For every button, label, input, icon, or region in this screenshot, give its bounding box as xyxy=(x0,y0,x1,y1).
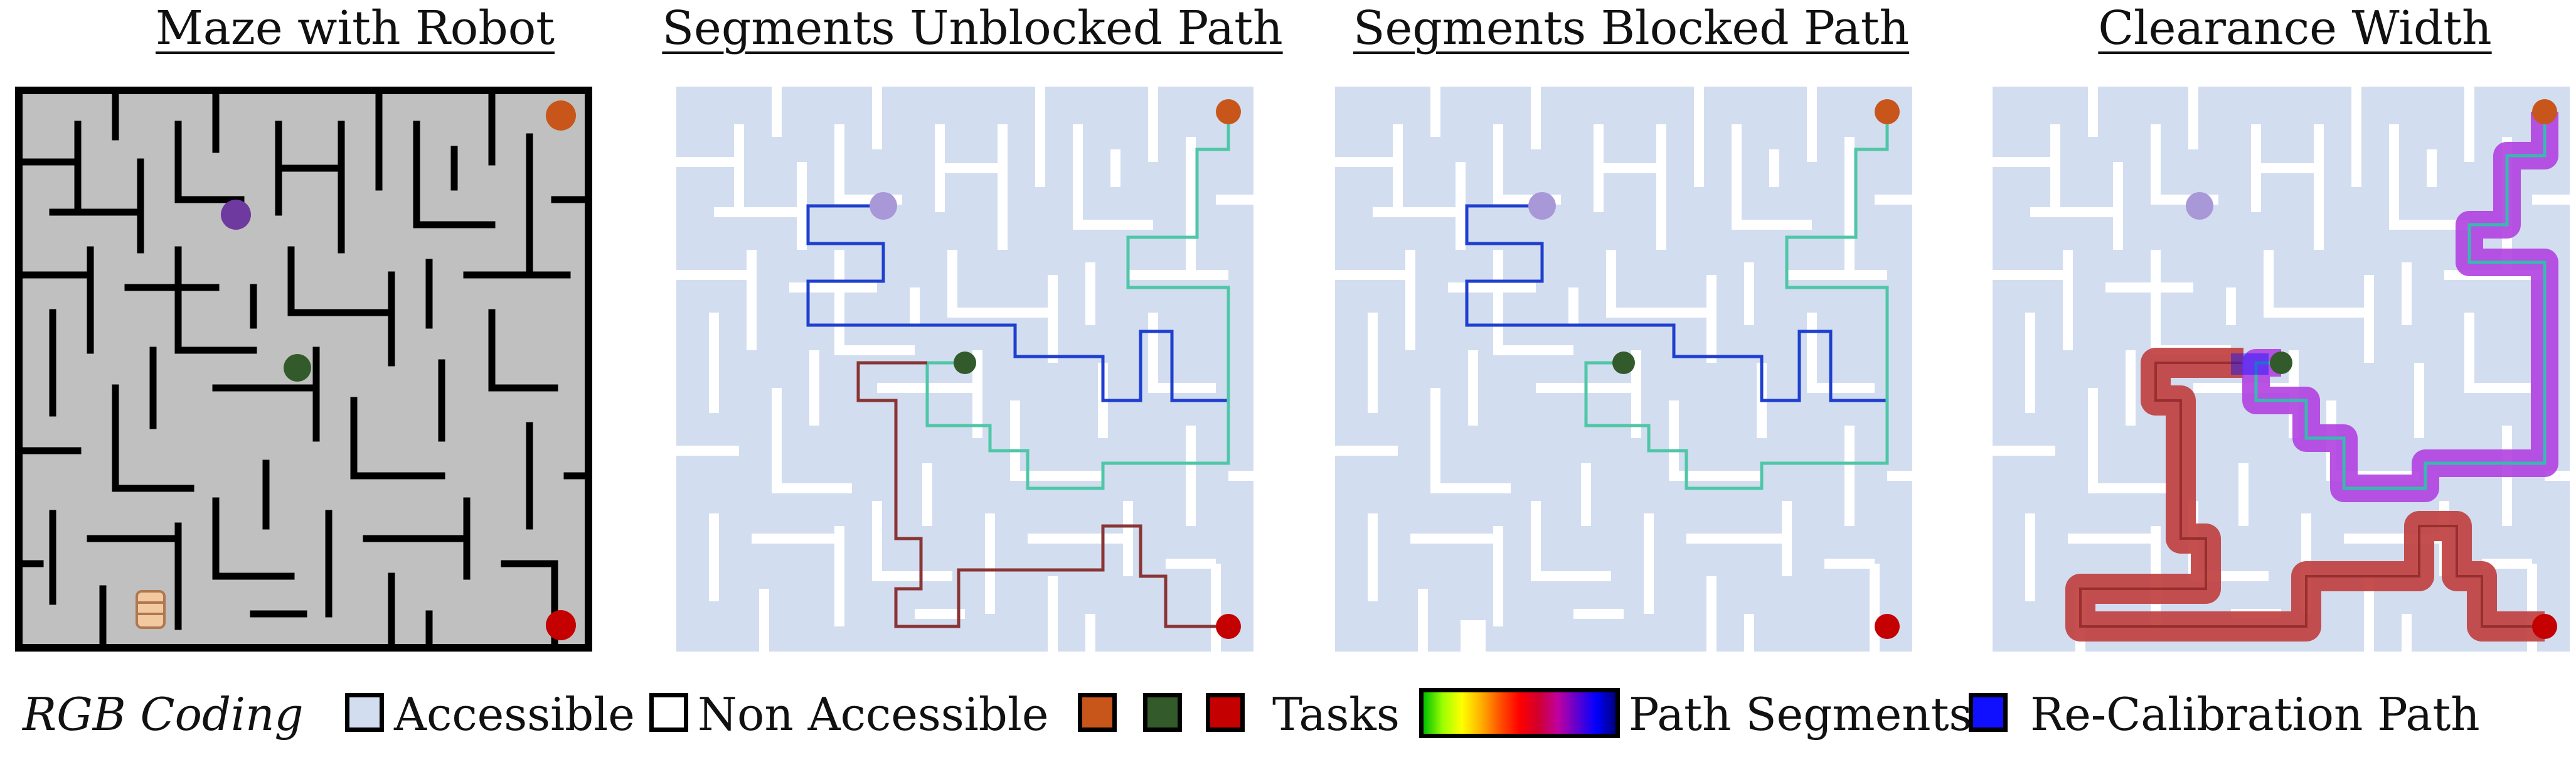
non-accessible-label: Non Accessible xyxy=(698,688,1049,741)
accessible-label: Accessible xyxy=(394,688,635,741)
task-green-marker xyxy=(2270,352,2292,374)
rgb-coding-legend: RGB Coding Accessible Non Accessible Tas… xyxy=(0,682,2576,751)
maze-accessible-unblocked xyxy=(676,87,1253,652)
segments-blocked-panel xyxy=(1335,87,1912,652)
task-orange-marker xyxy=(1875,99,1900,124)
tasks-label: Tasks xyxy=(1272,688,1400,741)
maze-clearance xyxy=(1993,87,2570,652)
task-red-marker xyxy=(2532,614,2557,639)
maze-grey xyxy=(15,87,592,652)
task-green-swatch xyxy=(1143,693,1182,732)
task-orange-marker xyxy=(1216,99,1241,124)
segment-brown-path xyxy=(856,361,1228,628)
task-orange-marker xyxy=(2532,99,2557,124)
segment-teal-path xyxy=(1584,112,1889,490)
task-red-marker xyxy=(1875,614,1900,639)
task-green-marker xyxy=(954,352,976,374)
legend-heading: RGB Coding xyxy=(23,688,304,741)
panel-title-clearance-width: Clearance Width xyxy=(2098,1,2492,55)
recalibration-label: Re-Calibration Path xyxy=(2030,688,2480,741)
task-red-marker xyxy=(546,610,576,640)
task-red-swatch xyxy=(1206,693,1245,732)
recalibration-path xyxy=(2231,353,2269,375)
panel-title-segments-blocked: Segments Blocked Path xyxy=(1353,1,1910,55)
task-orange-swatch xyxy=(1078,693,1117,732)
task-green-marker xyxy=(1612,352,1635,374)
maze-accessible-blocked xyxy=(1335,87,1912,652)
non-accessible-swatch xyxy=(649,693,688,732)
task-purple-marker xyxy=(870,192,897,220)
recalibration-swatch xyxy=(1969,693,2008,732)
task-green-marker xyxy=(284,354,311,382)
path-segments-label: Path Segments xyxy=(1629,688,1972,741)
task-orange-marker xyxy=(546,100,576,131)
clearance-width-panel xyxy=(1993,87,2570,652)
panel-title-segments-unblocked: Segments Unblocked Path xyxy=(662,1,1283,55)
task-purple-marker xyxy=(1528,192,1556,220)
panel-title-maze-with-robot: Maze with Robot xyxy=(155,1,555,55)
segment-teal-path xyxy=(925,112,1230,490)
accessible-swatch xyxy=(345,693,384,732)
robot-icon xyxy=(136,590,166,629)
path-segments-swatch xyxy=(1419,688,1620,738)
segments-unblocked-panel xyxy=(676,87,1253,652)
task-red-marker xyxy=(1216,614,1241,639)
segment-blue-path xyxy=(1465,204,1887,402)
segment-blue-path xyxy=(806,204,1228,402)
task-purple-marker xyxy=(2186,192,2213,220)
task-purple-marker xyxy=(221,200,251,230)
maze-with-robot-panel xyxy=(15,87,592,652)
